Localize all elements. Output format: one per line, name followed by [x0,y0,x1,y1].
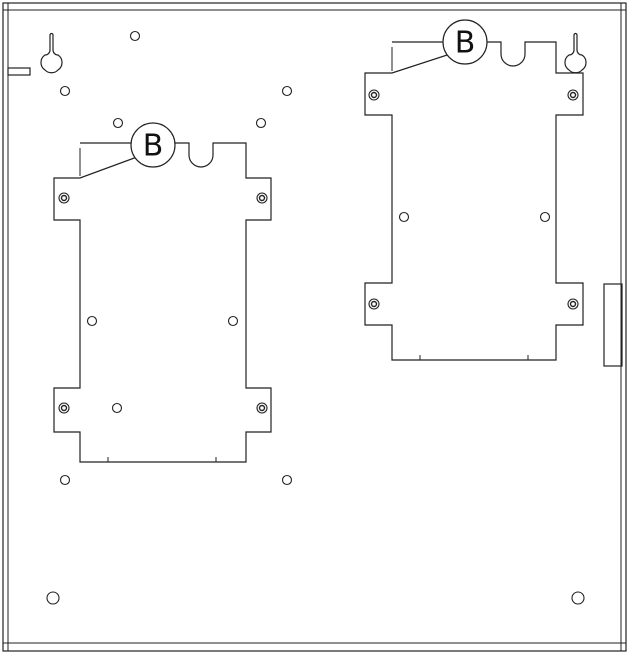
screw [256,192,268,204]
mounting-hole [281,85,293,97]
mounting-hole [46,591,60,605]
left-edge-tab [7,67,31,76]
screw [256,402,268,414]
plate-hole [111,402,123,414]
plate-outline [364,41,584,361]
screw [567,298,579,310]
plate-outline [53,142,272,463]
mounting-plate-right: B [364,19,584,361]
mounting-hole [59,85,71,97]
screw [567,89,579,101]
plate-badge-label: B [143,129,164,164]
screw [368,298,380,310]
plate-badge: B [130,122,176,168]
mounting-hole [112,117,124,129]
enclosure-panel [2,2,627,652]
plate-hole [539,211,551,223]
plate-inner-line [391,47,557,360]
screw [58,402,70,414]
screw [368,89,380,101]
keyhole-slot-left [40,32,63,74]
mounting-hole [281,474,293,486]
keyhole-slot-right [564,32,587,74]
mounting-hole [571,591,585,605]
right-edge-latch [603,283,623,367]
plate-hole [227,315,239,327]
plate-hole [398,211,410,223]
mounting-hole [255,117,267,129]
mounting-hole [59,474,71,486]
mounting-hole [129,30,141,42]
plate-inner-line [79,148,247,462]
plate-hole [86,315,98,327]
plate-badge: B [442,19,488,65]
screw [58,192,70,204]
plate-badge-label: B [455,26,476,61]
mounting-plate-left: B [53,122,272,463]
panel-mounting-holes [46,30,585,605]
